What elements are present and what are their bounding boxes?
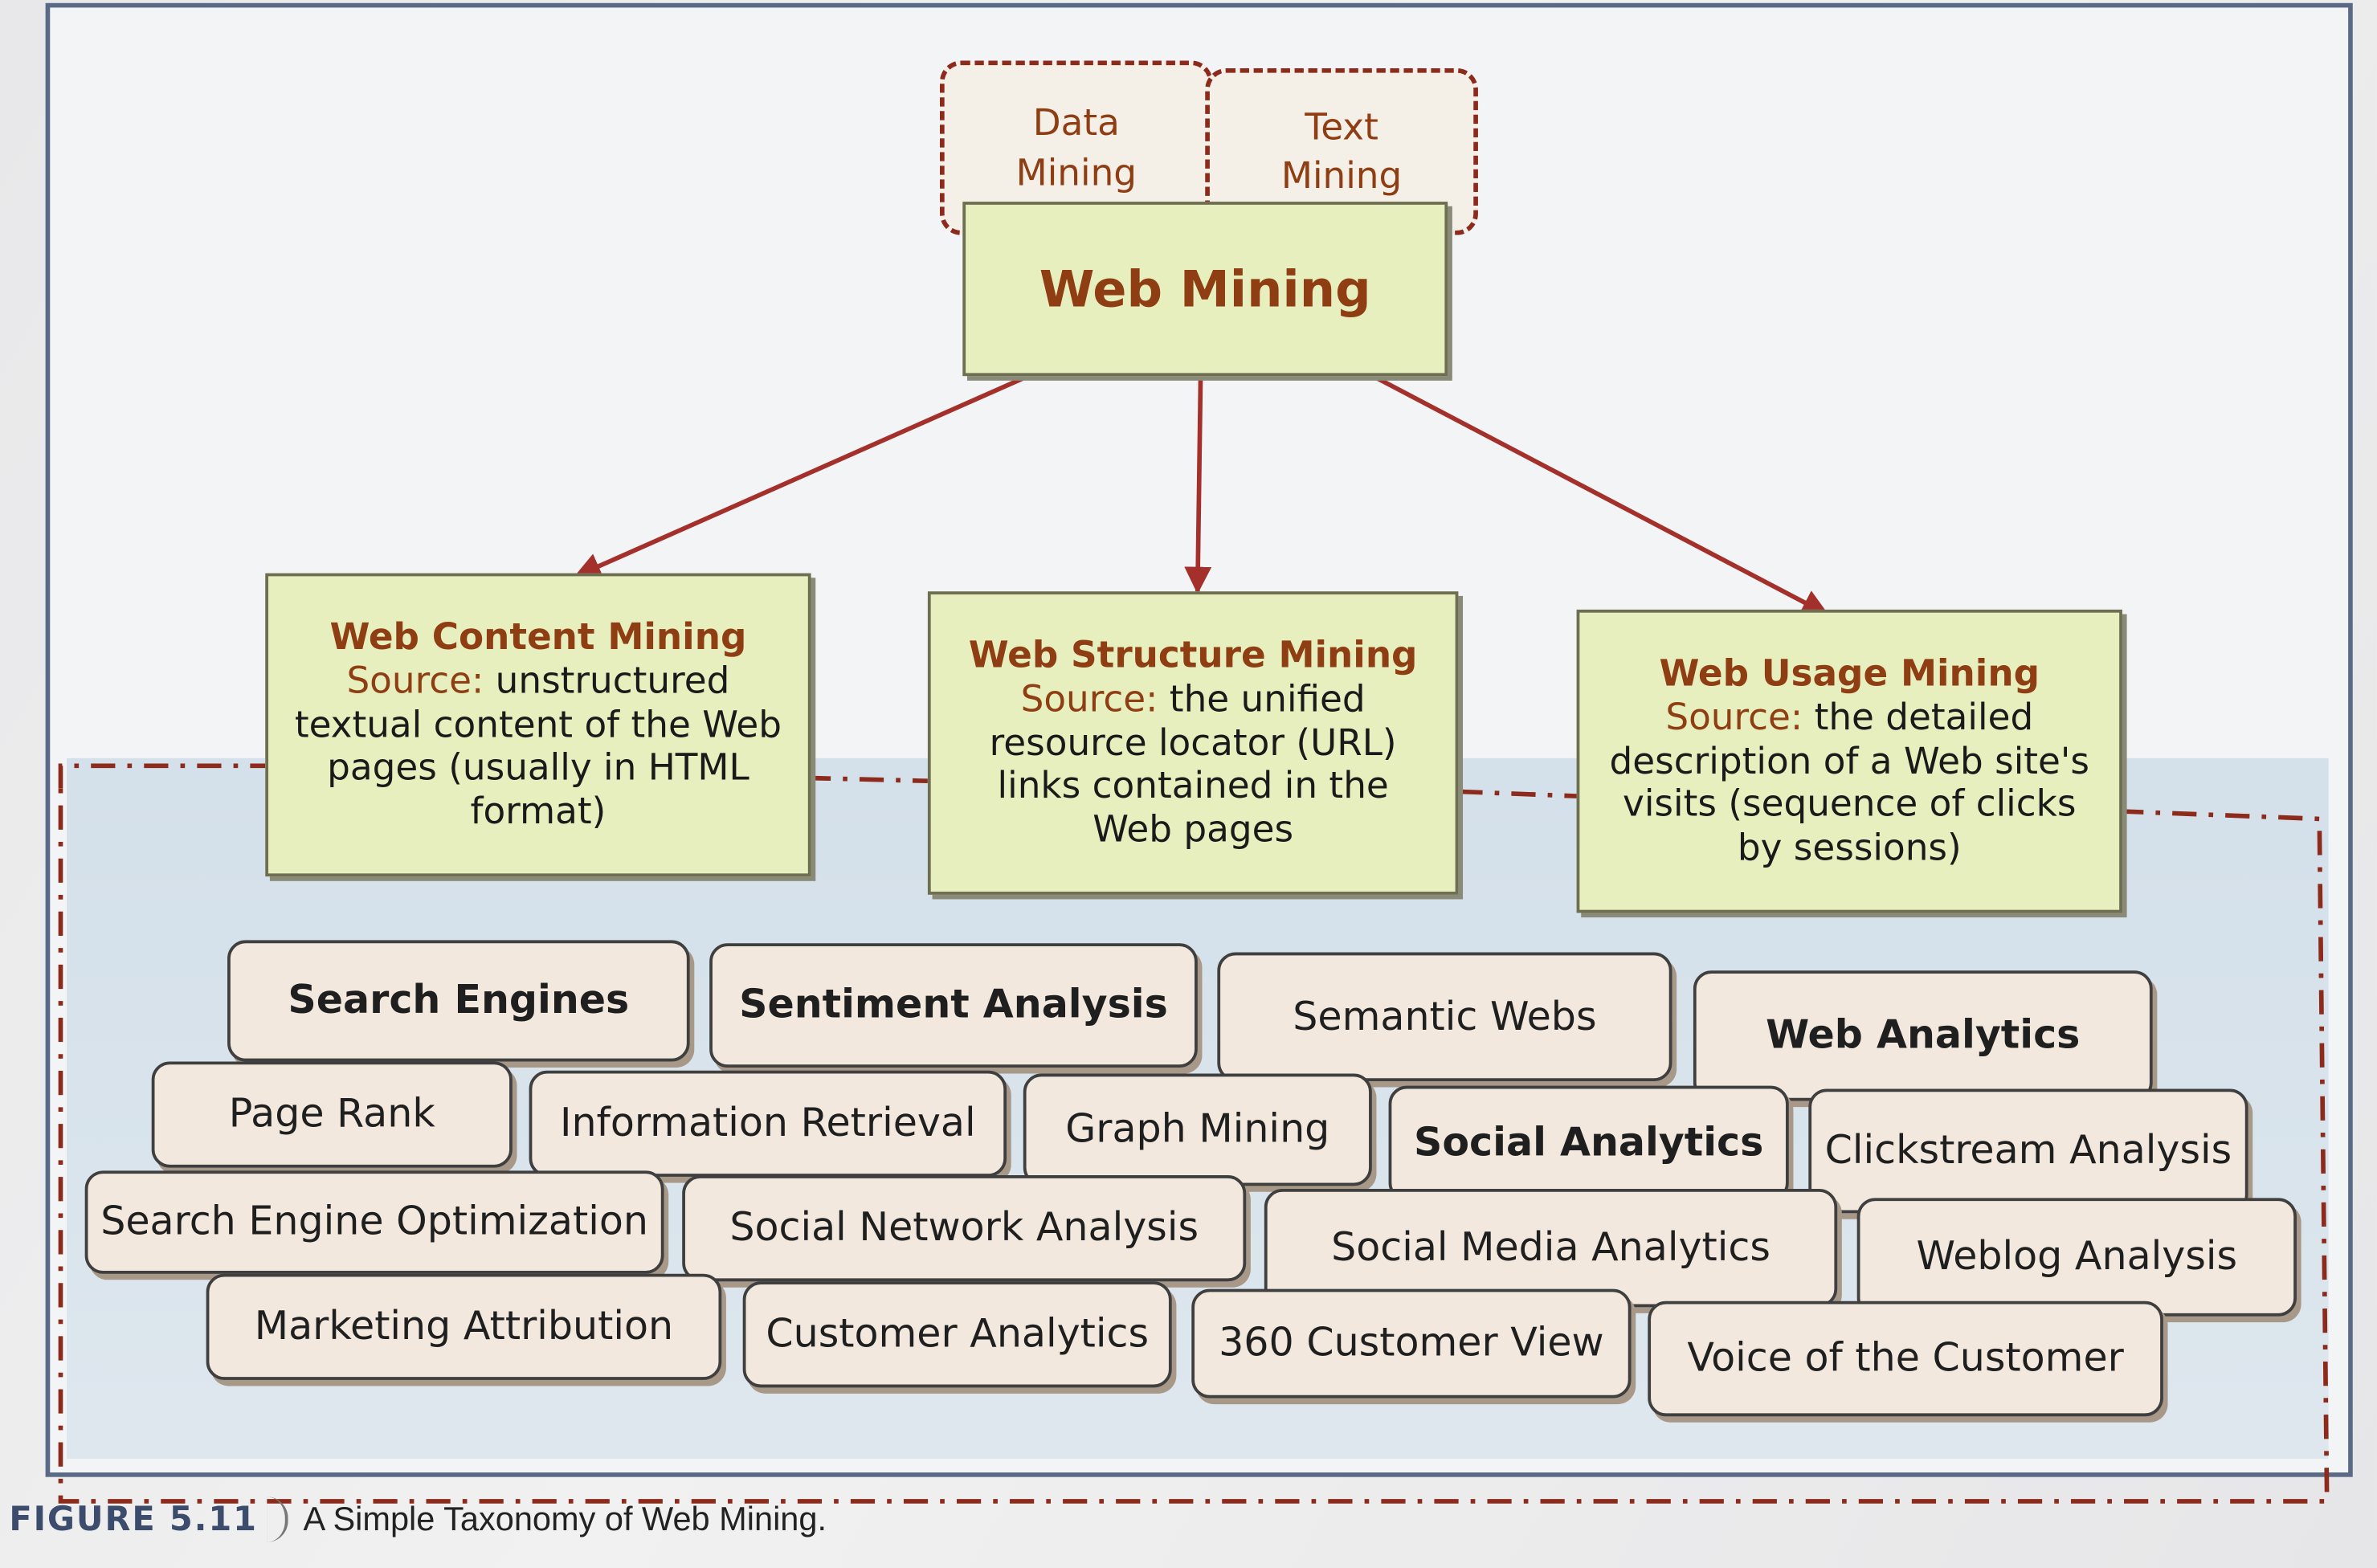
web-analytics-label: Web Analytics [1766, 1013, 2081, 1059]
semantic-webs-pill: Semantic Webs [1217, 952, 1672, 1082]
social-analytics-label: Social Analytics [1414, 1121, 1764, 1166]
information-retrieval-label: Information Retrieval [559, 1100, 976, 1147]
sentiment-analysis-pill: Sentiment Analysis [709, 943, 1198, 1068]
figure-number: FIGURE 5.11 [9, 1500, 258, 1539]
search-engine-optimization-label: Search Engine Optimization [100, 1199, 649, 1245]
clickstream-analysis-label: Clickstream Analysis [1824, 1128, 2232, 1174]
web-mining-node: Web Mining [962, 202, 1448, 377]
web-usage-mining-source: Source: the detailed description of a We… [1601, 696, 2098, 870]
semantic-webs-label: Semantic Webs [1293, 994, 1597, 1040]
search-engine-optimization-pill: Search Engine Optimization [84, 1170, 664, 1274]
customer-view-360-pill: 360 Customer View [1191, 1288, 1632, 1399]
web-usage-mining-source-text: the detailed description of a Web site's… [1609, 696, 2089, 870]
voice-of-customer-pill: Voice of the Customer [1648, 1301, 2163, 1417]
graph-mining-pill: Graph Mining [1023, 1073, 1372, 1186]
weblog-analysis-pill: Weblog Analysis [1856, 1198, 2297, 1317]
text-mining-label: Text Mining [1280, 105, 1403, 198]
arrow-to-web-usage-mining [1363, 370, 1829, 617]
search-engines-label: Search Engines [288, 978, 630, 1024]
web-structure-mining-source-text: the unified resource locator (URL) links… [989, 677, 1397, 851]
marketing-attribution-pill: Marketing Attribution [206, 1273, 722, 1380]
dashed-region-border [58, 763, 2330, 1504]
source-key: Source: [1020, 677, 1158, 721]
page-rank-label: Page Rank [228, 1092, 435, 1137]
voice-of-customer-label: Voice of the Customer [1687, 1336, 2124, 1382]
web-content-mining-source-text: unstructured textual content of the Web … [294, 659, 782, 833]
web-mining-title: Web Mining [1039, 259, 1371, 318]
source-key: Source: [1665, 696, 1803, 738]
graph-mining-label: Graph Mining [1065, 1107, 1330, 1153]
web-structure-mining-node: Web Structure Mining Source: the unified… [927, 591, 1459, 895]
social-media-analytics-label: Social Media Analytics [1331, 1225, 1770, 1271]
web-structure-mining-source: Source: the unified resource locator (UR… [952, 677, 1434, 851]
customer-analytics-label: Customer Analytics [766, 1311, 1150, 1358]
web-content-mining-node: Web Content Mining Source: unstructured … [265, 573, 811, 877]
weblog-analysis-label: Weblog Analysis [1916, 1234, 2238, 1280]
figure-caption: FIGURE 5.11 A Simple Taxonomy of Web Min… [9, 1489, 827, 1550]
data-mining-label: Data Mining [1015, 101, 1137, 194]
search-engines-pill: Search Engines [227, 940, 690, 1062]
web-analytics-pill: Web Analytics [1693, 970, 2153, 1101]
information-retrieval-pill: Information Retrieval [529, 1070, 1007, 1177]
marketing-attribution-label: Marketing Attribution [254, 1304, 674, 1350]
arrow-to-web-structure-mining [1184, 376, 1212, 594]
arrow-to-web-content-mining [573, 369, 1039, 579]
web-usage-mining-title: Web Usage Mining [1659, 651, 2040, 695]
web-content-mining-title: Web Content Mining [329, 615, 747, 659]
web-structure-mining-title: Web Structure Mining [968, 634, 1418, 676]
caption-text: A Simple Taxonomy of Web Mining. [303, 1500, 827, 1538]
social-analytics-pill: Social Analytics [1388, 1085, 1789, 1202]
web-content-mining-source: Source: unstructured textual content of … [289, 659, 786, 834]
customer-analytics-pill: Customer Analytics [742, 1281, 1172, 1388]
web-usage-mining-node: Web Usage Mining Source: the detailed de… [1576, 609, 2122, 913]
source-key: Source: [346, 659, 484, 702]
sentiment-analysis-label: Sentiment Analysis [739, 982, 1168, 1028]
caption-separator [267, 1497, 288, 1542]
page-rank-pill: Page Rank [151, 1061, 513, 1168]
social-network-analysis-pill: Social Network Analysis [682, 1175, 1247, 1282]
customer-view-360-label: 360 Customer View [1219, 1321, 1604, 1366]
social-media-analytics-pill: Social Media Analytics [1264, 1189, 1838, 1308]
social-network-analysis-label: Social Network Analysis [729, 1205, 1199, 1252]
clickstream-analysis-pill: Clickstream Analysis [1808, 1088, 2248, 1214]
